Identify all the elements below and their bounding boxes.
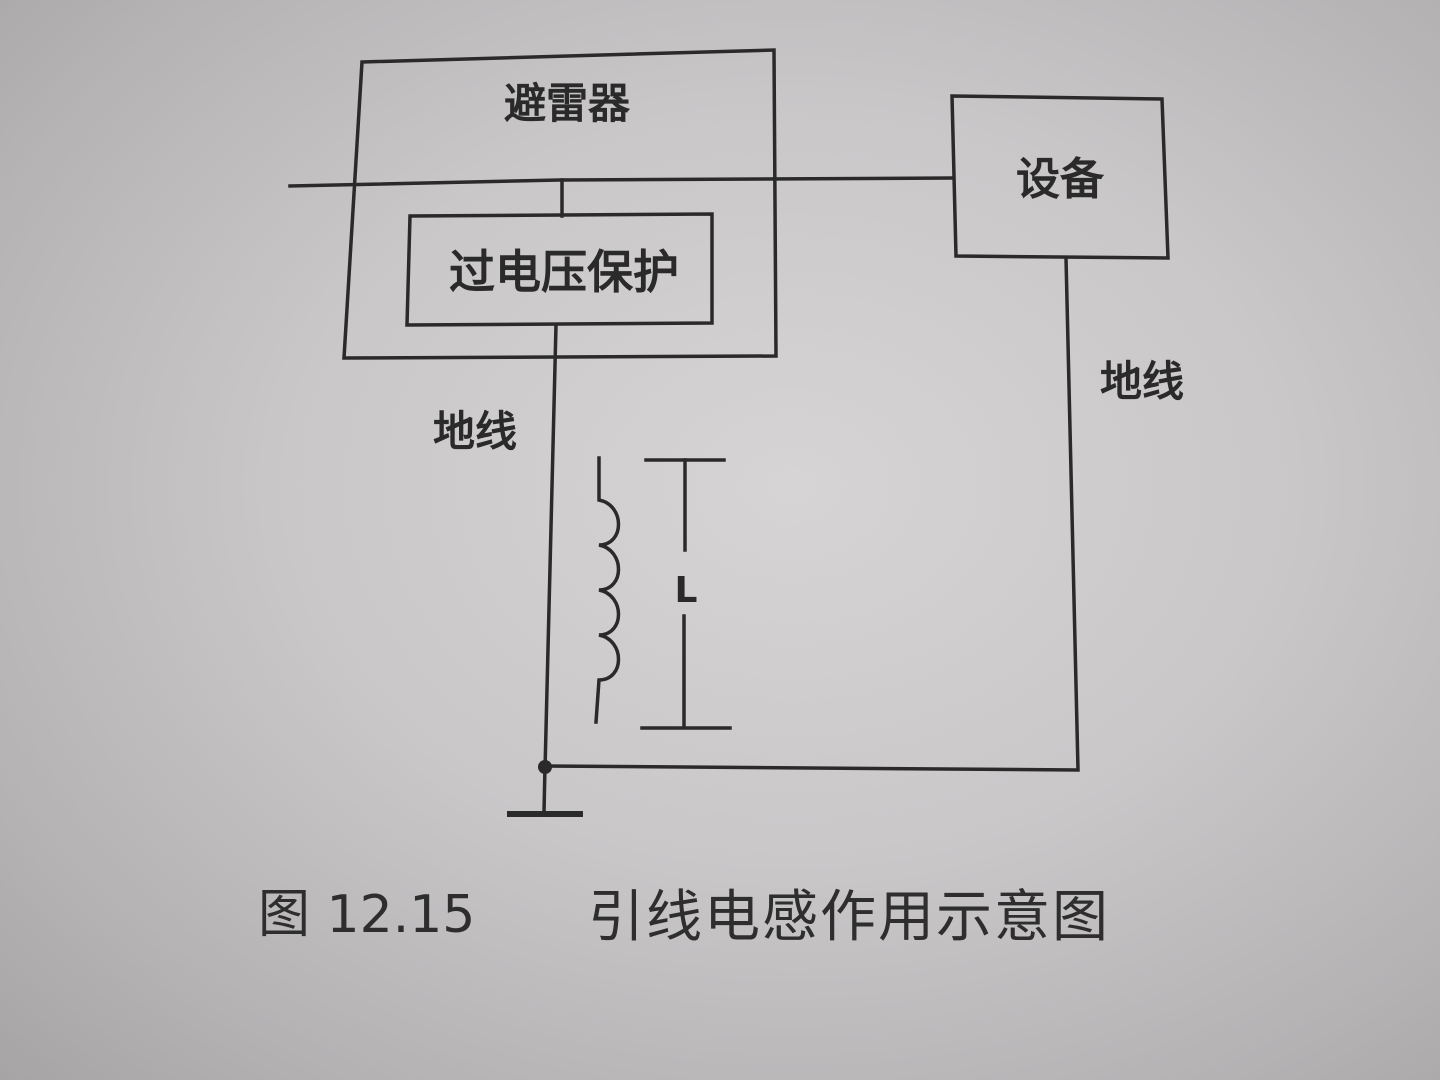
- overvoltage-box: [405, 212, 714, 327]
- caption-title: 引线电感作用示意图: [588, 885, 1110, 950]
- arrester-box: [342, 48, 778, 360]
- equipment-label: 设备: [1016, 154, 1105, 205]
- ground-wire-left-label: 地线: [433, 407, 517, 456]
- caption-number: 图 12.15: [258, 885, 475, 945]
- overvoltage-label: 过电压保护: [449, 245, 679, 299]
- inductor-coil-icon: [594, 456, 621, 724]
- arrester-label: 避雷器: [504, 79, 631, 128]
- inductance-label: L: [675, 570, 698, 611]
- left-ground-wire: [543, 323, 558, 772]
- equipment-box: [950, 94, 1170, 260]
- main-line: [288, 176, 954, 188]
- ground-wire-right-label: 地线: [1100, 357, 1184, 406]
- right-ground-wire: [543, 256, 1080, 772]
- ground-junction-dot: [538, 760, 552, 774]
